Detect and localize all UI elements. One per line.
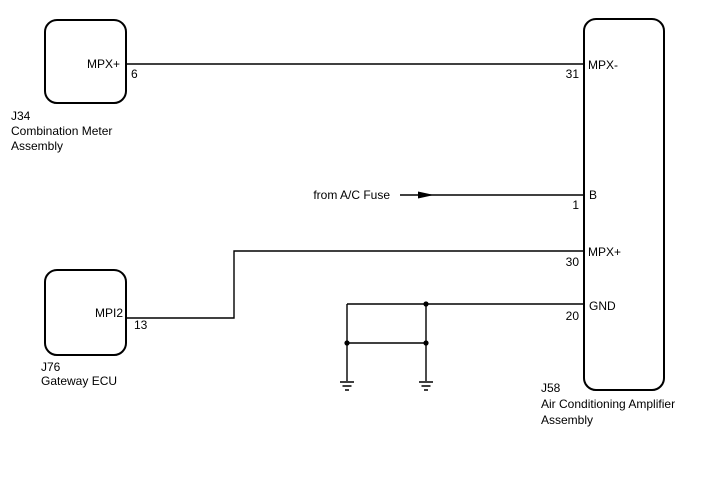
j34-pin-number: 6 (131, 67, 138, 81)
j58-pin-b-name: B (589, 188, 597, 202)
j58-name-line1: Air Conditioning Amplifier (541, 397, 675, 411)
ground-network (340, 301, 584, 391)
j58-pin-b-number: 1 (572, 198, 579, 212)
junction-dot (423, 340, 429, 346)
j34-name-line2: Assembly (11, 139, 63, 153)
ground-icon (419, 381, 433, 391)
j58-pin-mpx-minus-name: MPX- (588, 58, 618, 72)
ground-icon (340, 381, 354, 391)
j76-gateway-ecu: MPI2 13 J76 Gateway ECU (41, 269, 148, 388)
j76-name-line1: Gateway ECU (41, 374, 117, 388)
j58-code: J58 (541, 381, 561, 395)
arrow-right-icon (418, 191, 434, 199)
j58-pin-mpx-plus-name: MPX+ (588, 245, 621, 259)
junction-dot (423, 301, 429, 307)
j58-box (583, 18, 665, 391)
j58-pin-mpx-plus-number: 30 (566, 255, 580, 269)
j34-box (44, 19, 127, 104)
j76-pin-number: 13 (134, 318, 148, 332)
j34-combination-meter: MPX+ 6 J34 Combination Meter Assembly (11, 19, 138, 153)
j58-pin-gnd-number: 20 (566, 309, 580, 323)
j76-box (44, 269, 127, 356)
j34-name-line1: Combination Meter (11, 124, 112, 138)
j58-name-line2: Assembly (541, 413, 593, 427)
ac-fuse-label: from A/C Fuse (313, 188, 390, 202)
junction-dot (344, 340, 350, 346)
ac-fuse-source: from A/C Fuse (313, 188, 434, 202)
j34-code: J34 (11, 109, 31, 123)
j34-pin-name: MPX+ (87, 57, 120, 71)
j58-pin-mpx-minus-number: 31 (566, 67, 580, 81)
wire-mpx-plus (126, 250, 584, 319)
j58-ac-amplifier: MPX- 31 B 1 MPX+ 30 GND 20 J58 Air Condi… (541, 18, 675, 427)
j76-code: J76 (41, 360, 61, 374)
j76-pin-name: MPI2 (95, 306, 123, 320)
j58-pin-gnd-name: GND (589, 299, 616, 313)
